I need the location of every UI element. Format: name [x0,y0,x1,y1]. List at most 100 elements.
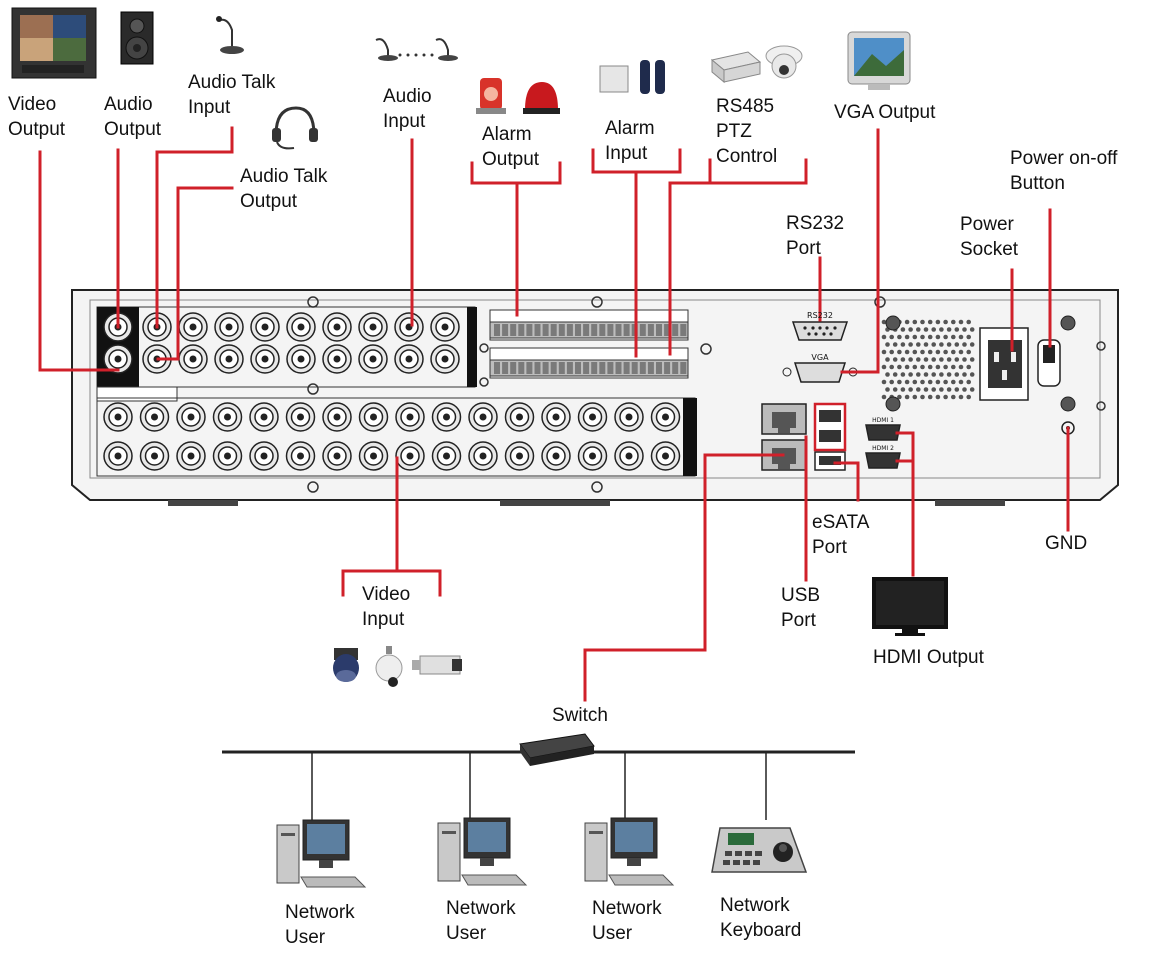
network-user-computers [276,817,675,888]
fan-hole [935,319,941,325]
fan-hole [951,349,956,355]
bnc-connector [322,441,352,471]
power-area-screws [885,315,1076,412]
usb-highlight [813,402,847,452]
fan-hole [946,357,952,362]
vga-output-line [840,128,880,374]
terminal-pin [639,362,646,374]
fan-hole [908,327,913,332]
esata-port [814,451,846,471]
fan-hole [920,334,925,340]
fan-hole [958,394,964,400]
bnc-connector [650,402,681,432]
fan-hole [885,342,890,347]
terminal-pin [550,362,557,374]
fan-hole [935,364,941,370]
fan-hole [943,394,948,400]
bnc-connector [103,402,133,432]
panel-vga-marking: VGA [811,353,829,362]
fan-hole [900,387,906,392]
terminal-pin [502,324,509,336]
bnc-connector [212,441,243,471]
fan-hole [912,364,918,370]
bnc-connector [431,402,462,432]
fan-hole [943,334,948,340]
fan-hole [958,334,964,340]
fan-hole [904,394,910,400]
fan-hole [939,372,944,377]
fan-hole [904,364,910,370]
vga-monitor-icon [847,31,911,90]
fan-hole [892,372,898,377]
fan-hole [966,349,971,355]
fan-hole [943,319,948,325]
fan-hole [951,379,956,385]
switch-line [583,453,785,702]
bnc-connector [285,441,316,471]
fan-hole [946,387,952,392]
terminal-pin [534,362,541,374]
terminal-pin [631,362,638,374]
usb-ports [814,403,846,451]
fan-hole [962,357,967,362]
fan-hole [951,319,956,325]
fan-hole [962,342,967,347]
switch-icon [519,733,595,766]
fan-hole [900,357,906,362]
fan-hole [954,357,960,362]
fan-hole [946,327,952,332]
fan-hole [935,349,941,355]
fan-hole [885,372,890,377]
fan-hole [958,364,964,370]
fan-hole [923,387,929,392]
bnc-connector [614,441,644,471]
fan-hole [889,334,894,340]
fan-hole [923,357,929,362]
fan-hole [923,327,929,332]
bnc-connector [139,441,170,471]
terminal-pin [591,362,598,374]
fan-hole [881,364,887,370]
bnc-connector [577,441,608,471]
fan-hole [900,342,906,347]
alarm-terminal-pins [494,324,687,374]
video-input-bracket [341,569,442,597]
fan-hole [927,379,933,385]
bnc-connector [430,344,460,374]
fan-hole [939,357,944,362]
terminal-pin [575,362,581,374]
label-gnd: GND [1045,533,1088,554]
fan-hole [939,342,944,347]
terminal-pin [623,362,630,374]
terminal-pin [566,362,573,374]
fan-hole [908,387,913,392]
hdmi-line-1 [895,431,915,577]
bnc-connector [214,312,244,342]
terminal-pin [647,362,654,374]
fan-hole [935,334,941,340]
terminal-pin [510,324,517,336]
terminal-pin [502,362,509,374]
tv-monitor-icon [11,7,97,79]
fan-hole [939,327,944,332]
fan-hole [916,327,921,332]
terminal-pin [518,362,525,374]
terminal-pin [672,362,679,374]
bnc-connector [322,312,352,342]
desktop-computer-icon [276,819,367,888]
power-socket-connector [979,327,1029,401]
fan-hole [912,394,918,400]
bnc-connector [178,344,208,374]
fan-hole [920,349,925,355]
terminal-pin [575,324,581,336]
fan-hole [966,379,971,385]
fan-hole [881,394,887,400]
fan-hole [969,372,975,377]
terminal-pin [599,324,606,336]
headset-icon [272,106,318,150]
fan-hole [962,372,967,377]
fan-hole [889,364,894,370]
